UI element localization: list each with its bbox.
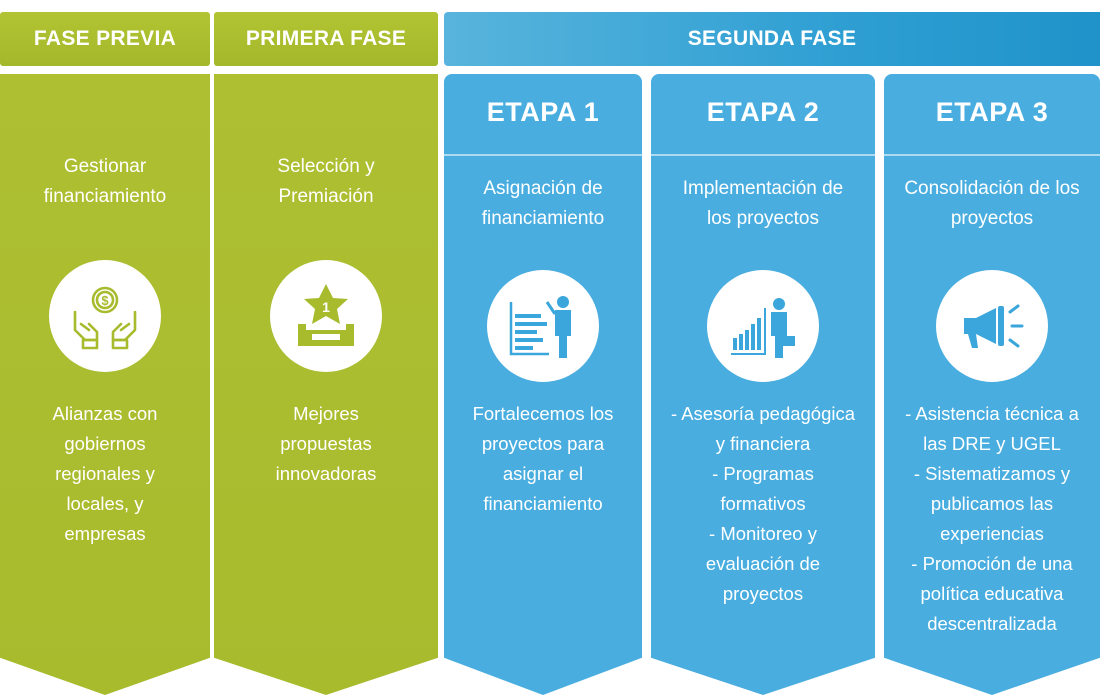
desc-line: asignar el: [502, 463, 584, 484]
column-description: - Asistencia técnica a las DRE y UGEL - …: [884, 399, 1100, 639]
column-title: Implementación de los proyectos: [651, 174, 875, 234]
desc-line: - Asistencia técnica a: [905, 403, 1079, 424]
header-fase-previa-label: FASE PREVIA: [33, 27, 177, 50]
divider: [651, 154, 875, 156]
title-line: proyectos: [950, 208, 1034, 229]
column-title: Selección y Premiación: [214, 152, 438, 212]
divider: [884, 154, 1100, 156]
column-title: Asignación de financiamiento: [444, 174, 642, 234]
desc-line: política educativa: [920, 583, 1064, 604]
stage-title: ETAPA 3: [935, 96, 1049, 127]
desc-line: proyectos para: [481, 433, 605, 454]
title-line: Selección y: [277, 156, 375, 177]
header-segunda-fase-label: SEGUNDA FASE: [687, 27, 857, 50]
title-line: Asignación de: [483, 178, 603, 199]
header-segunda-fase: SEGUNDA FASE: [444, 12, 1100, 66]
desc-line: financiamiento: [483, 493, 603, 514]
icon-circle: $: [49, 260, 161, 372]
presentation-chart-icon: [509, 296, 571, 358]
icon-circle: [936, 270, 1048, 382]
desc-line: evaluación de: [705, 553, 821, 574]
title-line: Consolidación de los: [904, 178, 1080, 199]
desc-line: empresas: [64, 523, 146, 544]
desc-line: experiencias: [940, 523, 1044, 544]
header-primera-fase: PRIMERA FASE: [214, 12, 438, 66]
desc-line: gobiernos: [64, 433, 146, 454]
stage-title: ETAPA 2: [706, 96, 820, 127]
desc-line: descentralizada: [927, 613, 1057, 634]
column-fase-previa: Gestionar financiamiento $ Alianzas con …: [0, 74, 210, 695]
title-line: financiamiento: [43, 186, 167, 207]
header-primera-fase-label: PRIMERA FASE: [245, 27, 407, 50]
desc-line: Alianzas con: [52, 403, 158, 424]
column-primera-fase: Selección y Premiación 1 Mejores propues…: [214, 74, 438, 695]
desc-line: formativos: [720, 493, 806, 514]
desc-line: - Sistematizamos y: [913, 463, 1071, 484]
desc-line: propuestas: [280, 433, 372, 454]
money-hands-icon: $: [73, 286, 137, 350]
column-description: - Asesoría pedagógica y financiera - Pro…: [651, 399, 875, 609]
svg-text:$: $: [101, 293, 109, 308]
column-description: Fortalecemos los proyectos para asignar …: [444, 399, 642, 519]
column-etapa-2: ETAPA 2 Implementación de los proyectos …: [651, 74, 875, 695]
column-etapa-1: ETAPA 1 Asignación de financiamiento For…: [444, 74, 642, 695]
title-line: los proyectos: [707, 208, 819, 229]
desc-line: proyectos: [722, 583, 804, 604]
icon-circle: 1: [270, 260, 382, 372]
desc-line: - Asesoría pedagógica: [670, 403, 856, 424]
desc-line: regionales y: [55, 463, 155, 484]
column-description: Mejores propuestas innovadoras: [214, 399, 438, 489]
divider: [444, 154, 642, 156]
title-line: Premiación: [278, 186, 374, 207]
icon-circle: [487, 270, 599, 382]
desc-line: Fortalecemos los: [472, 403, 614, 424]
icon-circle: [707, 270, 819, 382]
title-line: financiamiento: [481, 208, 605, 229]
column-title: Consolidación de los proyectos: [884, 174, 1100, 234]
stage-title: ETAPA 1: [486, 96, 600, 127]
desc-line: innovadoras: [275, 463, 377, 484]
column-description: Alianzas con gobiernos regionales y loca…: [0, 399, 210, 549]
desc-line: locales, y: [66, 493, 144, 514]
column-etapa-3: ETAPA 3 Consolidación de los proyectos -…: [884, 74, 1100, 695]
megaphone-icon: [964, 304, 1024, 348]
growth-chart-businessman-icon: [731, 298, 795, 358]
title-line: Implementación de: [682, 178, 844, 199]
desc-line: las DRE y UGEL: [923, 433, 1061, 454]
desc-line: Mejores: [293, 403, 359, 424]
header-fase-previa: FASE PREVIA: [0, 12, 210, 66]
desc-line: y financiera: [715, 433, 811, 454]
column-title: Gestionar financiamiento: [0, 152, 210, 212]
desc-line: publicamos las: [930, 493, 1054, 514]
desc-line: - Programas: [712, 463, 814, 484]
desc-line: - Monitoreo y: [709, 523, 817, 544]
award-star-icon: 1: [298, 284, 354, 346]
desc-line: - Promoción de una: [911, 553, 1073, 574]
title-line: Gestionar: [63, 156, 147, 177]
svg-text:1: 1: [322, 299, 330, 315]
